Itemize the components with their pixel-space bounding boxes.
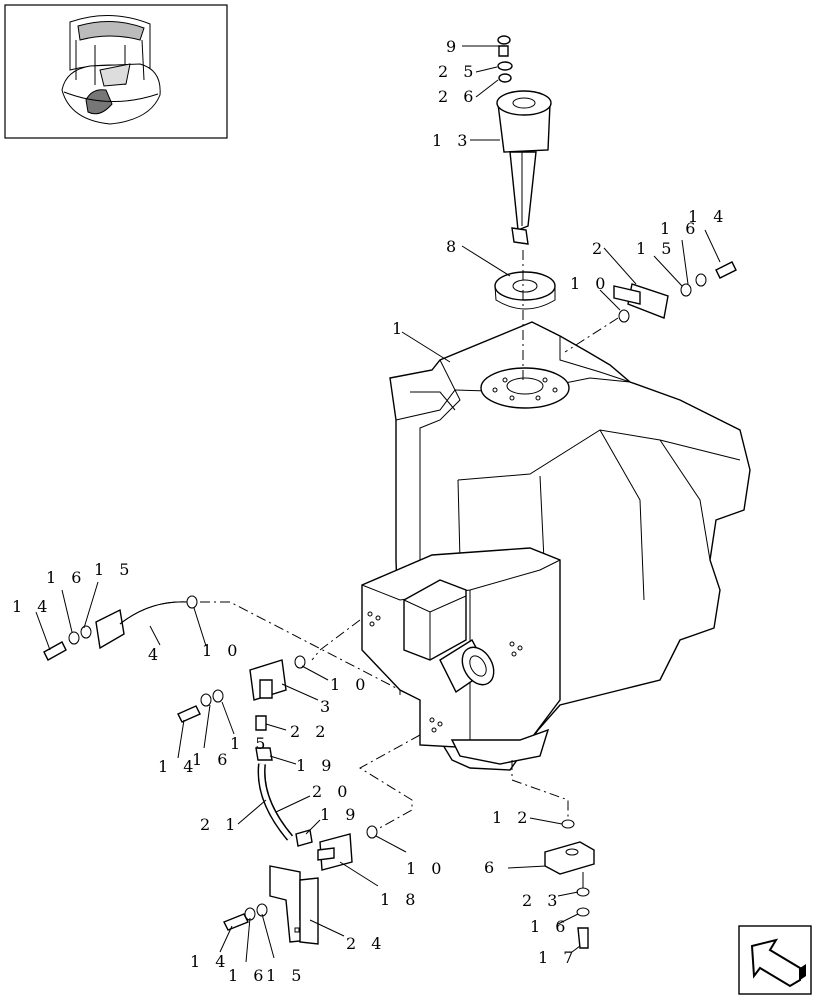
callout-10: 1 0 <box>570 274 610 293</box>
right-flange-fitting <box>613 261 737 323</box>
next-page-arrow-icon[interactable] <box>738 925 812 995</box>
leader-lines <box>35 45 721 963</box>
callout-19: 1 9 <box>296 756 336 775</box>
callout-14: 1 4 <box>158 757 198 776</box>
callout-4: 4 <box>148 645 163 664</box>
gasket <box>494 271 556 310</box>
callout-12: 1 2 <box>492 808 532 827</box>
callout-16: 1 6 <box>192 750 232 769</box>
callout-21: 2 1 <box>200 815 240 834</box>
callout-16: 1 6 <box>660 219 700 238</box>
switch-6 <box>544 819 595 949</box>
callout-1: 1 <box>392 319 407 338</box>
callout-8: 8 <box>446 237 461 256</box>
callout-16: 1 6 <box>530 917 570 936</box>
callout-26: 2 6 <box>438 87 478 106</box>
fuel-tank-location-thumbnail[interactable] <box>4 4 228 139</box>
callout-18: 1 8 <box>380 890 420 909</box>
callout-24: 2 4 <box>346 934 386 953</box>
left-pipe-assembly <box>43 595 198 661</box>
callout-19: 1 9 <box>320 805 360 824</box>
fitting-3 <box>177 655 306 761</box>
callout-10: 1 0 <box>330 675 370 694</box>
callout-15: 1 5 <box>94 560 134 579</box>
callout-13: 1 3 <box>432 131 472 150</box>
fuel-tank <box>361 321 751 771</box>
hose-20 <box>257 763 313 847</box>
callout-14: 1 4 <box>12 597 52 616</box>
callout-15: 1 5 <box>266 966 306 985</box>
callout-3: 3 <box>320 697 335 716</box>
callout-15: 1 5 <box>230 734 270 753</box>
callout-22: 2 2 <box>290 722 330 741</box>
callout-15: 1 5 <box>636 239 676 258</box>
fitting-18 <box>317 825 378 871</box>
callout-16: 1 6 <box>46 568 86 587</box>
callout-9: 9 <box>446 37 461 56</box>
bracket-24 <box>223 865 319 945</box>
callout-14: 1 4 <box>190 952 230 971</box>
callout-labels: 9 2 5 2 6 1 3 8 2 1 6 1 4 1 5 1 0 1 1 6 … <box>12 37 728 985</box>
callout-6: 6 <box>484 858 499 877</box>
callout-25: 2 5 <box>438 62 478 81</box>
callout-2: 2 <box>592 239 607 258</box>
callout-23: 2 3 <box>522 891 562 910</box>
callout-20: 2 0 <box>312 782 352 801</box>
callout-14: 1 4 <box>688 207 728 226</box>
callout-10: 1 0 <box>202 641 242 660</box>
callout-17: 1 7 <box>538 948 578 967</box>
callout-16: 1 6 <box>228 966 268 985</box>
callout-10: 1 0 <box>406 859 446 878</box>
fuel-level-sender <box>496 35 552 245</box>
